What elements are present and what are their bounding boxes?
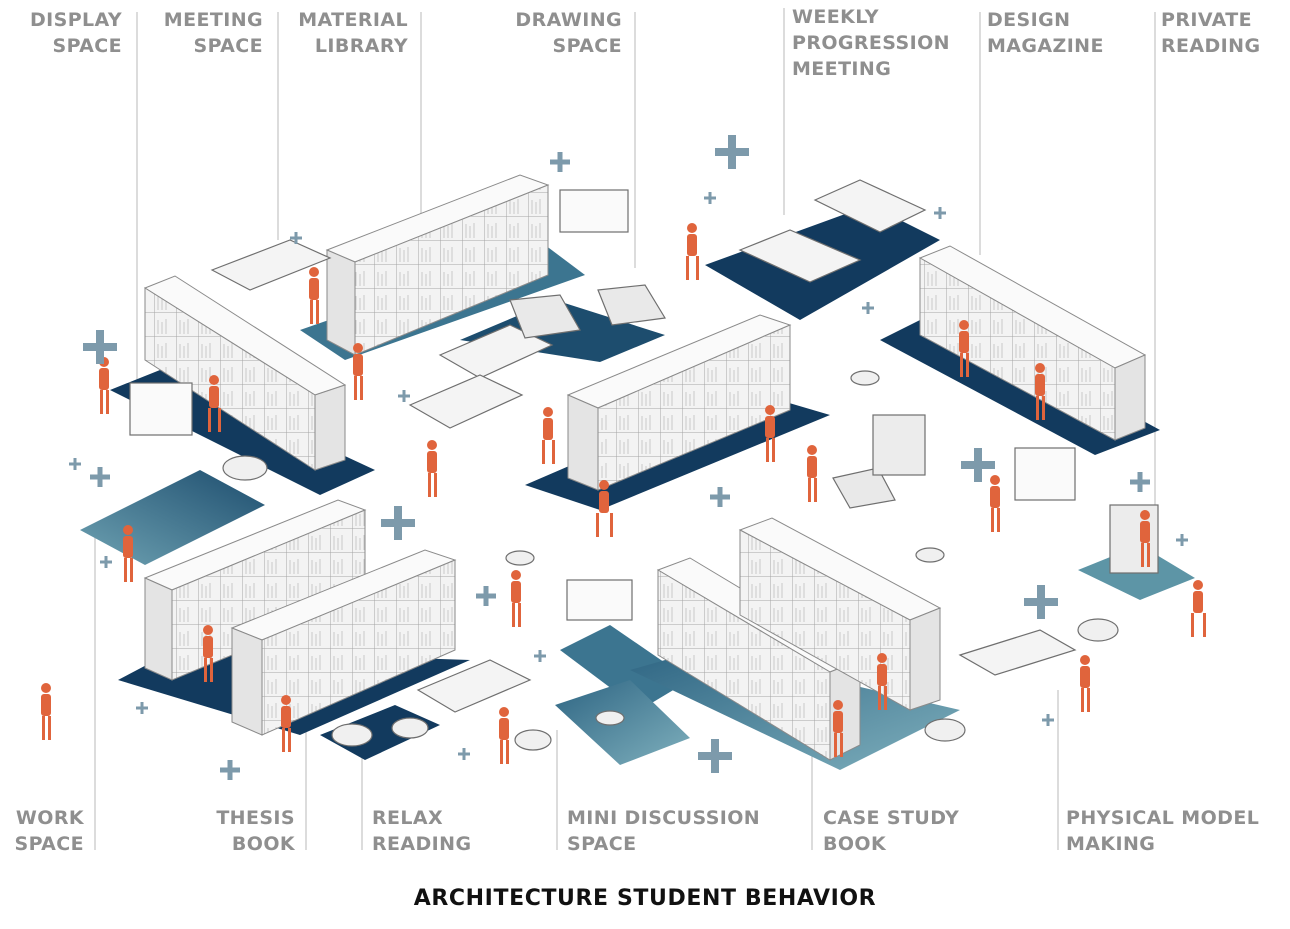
furniture [129,179,1159,751]
plus-icons [69,135,1188,780]
leader-lines [94,8,1156,850]
people [41,223,1206,764]
bookshelves [143,174,1147,761]
diagram-title: ARCHITECTURE STUDENT BEHAVIOR [413,886,877,911]
